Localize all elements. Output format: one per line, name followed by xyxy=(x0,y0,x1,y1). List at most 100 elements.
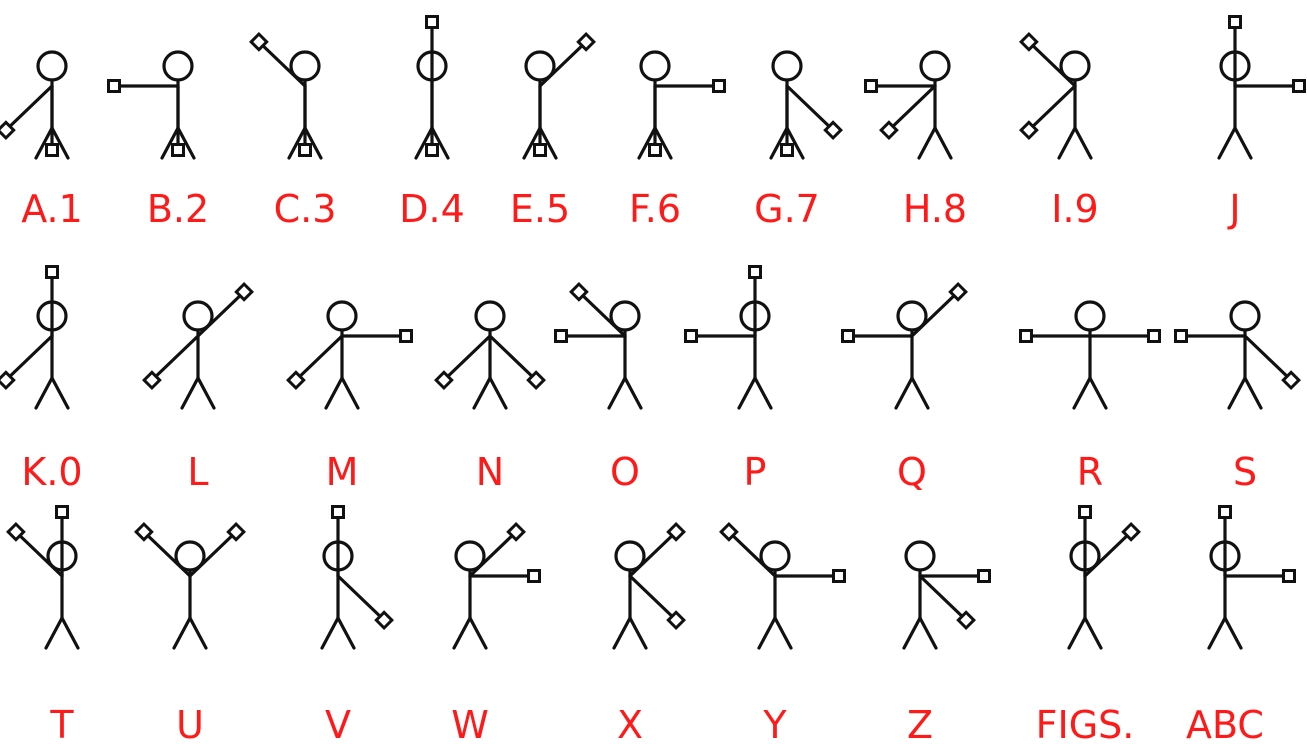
figure-label: G.7 xyxy=(754,187,820,231)
figure-label: H.8 xyxy=(903,187,967,231)
semaphore-figure: W xyxy=(451,524,539,747)
right-leg xyxy=(1090,378,1106,408)
left-leg xyxy=(919,128,935,158)
semaphore-figure: P xyxy=(686,267,772,495)
right-arm xyxy=(893,86,935,126)
figure-label: C.3 xyxy=(274,187,337,231)
semaphore-figure: T xyxy=(8,507,78,748)
figure-label: X xyxy=(617,703,643,747)
left-arm xyxy=(10,86,52,126)
right-flag xyxy=(1149,331,1160,342)
left-leg xyxy=(1059,128,1075,158)
right-leg xyxy=(338,618,354,648)
figure-label: N xyxy=(476,450,504,494)
left-arm xyxy=(448,336,490,376)
semaphore-figure: B.2 xyxy=(109,52,210,231)
left-leg xyxy=(609,378,625,408)
semaphore-figure: V xyxy=(322,507,392,748)
figure-label: O xyxy=(610,450,640,494)
left-flag xyxy=(1080,507,1091,518)
right-leg xyxy=(755,378,771,408)
left-arm xyxy=(300,336,342,376)
figure-label: Y xyxy=(762,703,787,747)
left-leg xyxy=(1229,378,1245,408)
left-flag xyxy=(843,331,854,342)
left-leg xyxy=(474,378,490,408)
right-leg xyxy=(1085,618,1101,648)
left-arm xyxy=(156,336,198,376)
left-leg xyxy=(326,378,342,408)
figure-label: FIGS. xyxy=(1036,703,1135,747)
semaphore-figure: Y xyxy=(721,524,844,747)
right-leg xyxy=(190,618,206,648)
figure-label: P xyxy=(744,450,767,494)
left-leg xyxy=(896,378,912,408)
left-flag xyxy=(109,81,120,92)
head xyxy=(1231,302,1259,330)
left-flag xyxy=(782,145,793,156)
left-flag xyxy=(750,267,761,278)
left-flag xyxy=(650,145,661,156)
left-flag xyxy=(427,17,438,28)
left-leg xyxy=(759,618,775,648)
right-arm xyxy=(1033,86,1075,126)
semaphore-figure: S xyxy=(1176,302,1299,494)
left-leg xyxy=(1209,618,1225,648)
head xyxy=(773,52,801,80)
head xyxy=(906,542,934,570)
right-arm xyxy=(1245,336,1287,376)
left-leg xyxy=(454,618,470,648)
semaphore-figure: FIGS. xyxy=(1036,507,1139,748)
right-leg xyxy=(630,618,646,648)
semaphore-figure: D.4 xyxy=(399,17,465,232)
figure-label: M xyxy=(326,450,359,494)
right-leg xyxy=(490,378,506,408)
right-leg xyxy=(52,378,68,408)
figure-label: J xyxy=(1227,187,1240,231)
semaphore-figure: M xyxy=(288,302,411,494)
right-leg xyxy=(935,128,951,158)
figure-label: S xyxy=(1233,450,1257,494)
right-leg xyxy=(1225,618,1241,648)
semaphore-figure: I.9 xyxy=(1021,34,1099,231)
semaphore-figure: U xyxy=(136,524,244,747)
right-arm xyxy=(920,576,962,616)
left-flag xyxy=(57,507,68,518)
semaphore-figure: J xyxy=(1219,17,1305,232)
left-flag xyxy=(1230,17,1241,28)
right-arm xyxy=(10,336,52,376)
figure-label: V xyxy=(325,703,351,747)
right-flag xyxy=(173,145,184,156)
head xyxy=(921,52,949,80)
right-arm xyxy=(630,576,672,616)
right-flag xyxy=(300,145,311,156)
left-flag xyxy=(1220,507,1231,518)
right-flag xyxy=(1294,81,1305,92)
right-flag xyxy=(47,145,58,156)
figure-label: Q xyxy=(897,450,927,494)
left-flag xyxy=(979,571,990,582)
head xyxy=(476,302,504,330)
semaphore-figure: A.1 xyxy=(0,52,83,231)
left-leg xyxy=(904,618,920,648)
right-flag xyxy=(1284,571,1295,582)
right-leg xyxy=(920,618,936,648)
figure-label: K.0 xyxy=(21,450,82,494)
left-leg xyxy=(1074,378,1090,408)
left-leg xyxy=(174,618,190,648)
semaphore-figure: N xyxy=(436,302,544,494)
semaphore-figure: H.8 xyxy=(866,52,968,231)
figure-label: A.1 xyxy=(21,187,83,231)
right-arm xyxy=(787,86,829,126)
left-leg xyxy=(46,618,62,648)
semaphore-figure: L xyxy=(144,284,252,494)
semaphore-figure: X xyxy=(614,524,684,747)
right-arm xyxy=(490,336,532,376)
left-leg xyxy=(322,618,338,648)
left-flag xyxy=(1021,331,1032,342)
figure-label: W xyxy=(451,703,489,747)
right-flag xyxy=(427,145,438,156)
head xyxy=(1076,302,1104,330)
left-leg xyxy=(614,618,630,648)
semaphore-figure: F.6 xyxy=(629,52,725,231)
